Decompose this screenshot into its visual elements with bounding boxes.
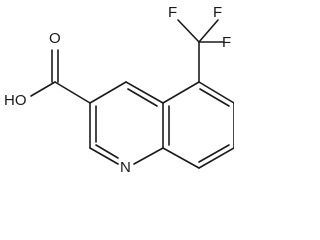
bond-carboxyl-oh bbox=[30, 81, 56, 97]
fluorine-top-left-label: F bbox=[168, 4, 177, 21]
bond-c4-c4a bbox=[125, 81, 164, 104]
bond-c5-c6 bbox=[198, 81, 234, 104]
bond-c4-c4a-inner bbox=[127, 88, 158, 107]
bond-n1-c2-inner bbox=[95, 144, 119, 159]
carbonyl-oxygen-label: O bbox=[49, 30, 61, 47]
nitrogen-label: N bbox=[120, 159, 131, 176]
bond-c8a-n1 bbox=[133, 147, 164, 165]
bond-cf3-f-top-right bbox=[198, 19, 219, 43]
bond-c8-c8a bbox=[162, 147, 200, 169]
fluorine-right-label: F bbox=[222, 34, 231, 51]
chemical-structure-diagram: HO N F F F O bbox=[4, 4, 234, 176]
bond-c4a-c5 bbox=[162, 81, 200, 104]
bond-c3-carboxyl bbox=[54, 81, 91, 104]
bond-c3-c4 bbox=[89, 81, 127, 104]
hydroxyl-label: HO bbox=[4, 92, 27, 109]
bond-c7-c8 bbox=[198, 147, 234, 169]
bond-c7-c8-inner bbox=[198, 144, 230, 163]
fluorine-top-right-label: F bbox=[213, 4, 222, 21]
bond-n1-c2 bbox=[89, 147, 119, 165]
bond-c5-c6-inner bbox=[199, 88, 230, 107]
bond-cf3-f-top-left bbox=[177, 19, 200, 43]
